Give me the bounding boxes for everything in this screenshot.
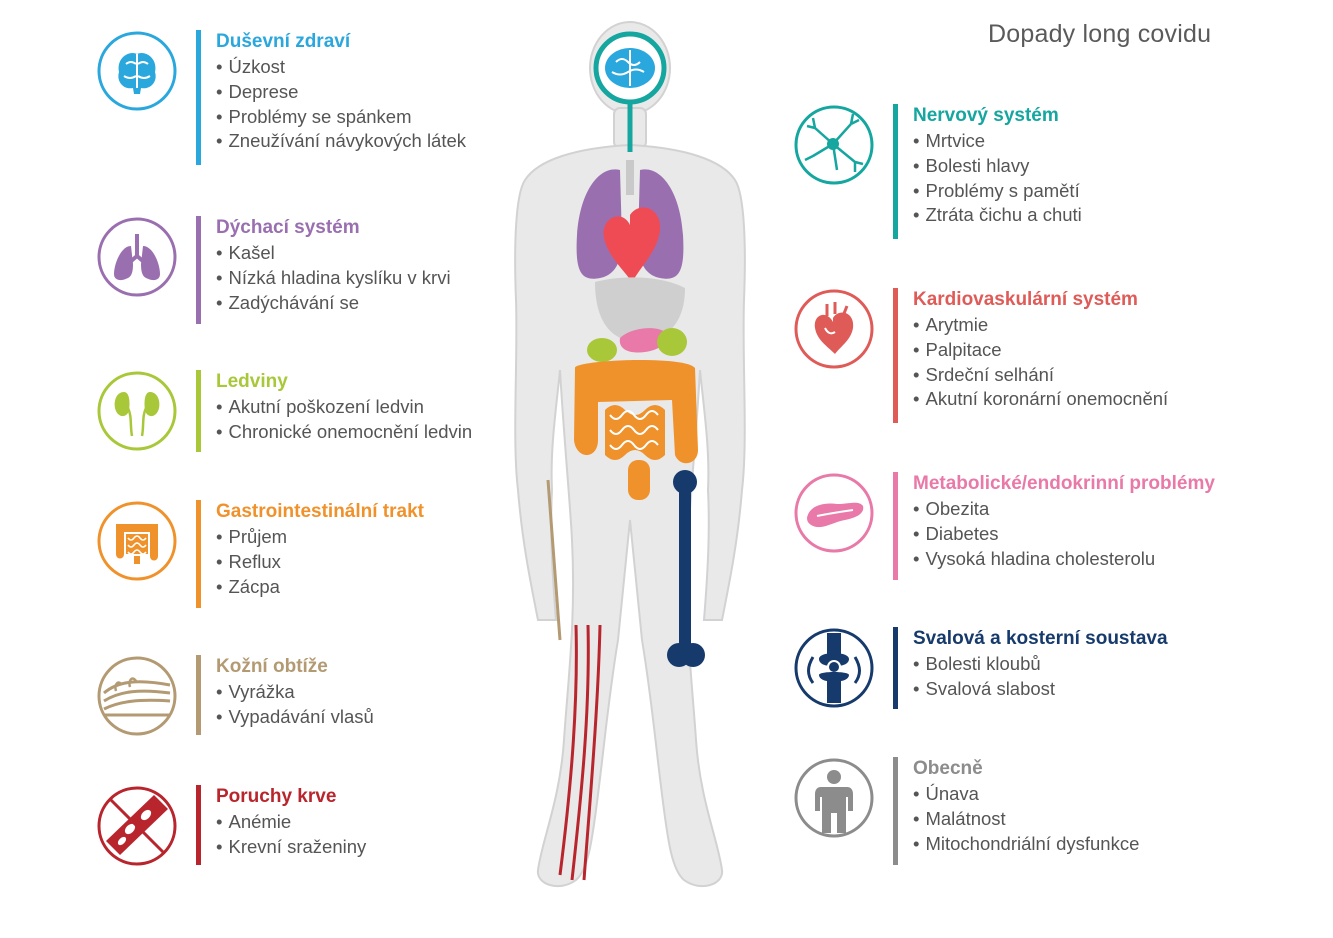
skin-line bbox=[546, 479, 562, 641]
list-item: Anémie bbox=[216, 810, 366, 835]
kidney-left bbox=[587, 338, 617, 362]
blood-vessel-icon bbox=[96, 785, 178, 867]
list-item: Vysoká hladina cholesterolu bbox=[913, 547, 1215, 572]
brain-organ bbox=[593, 31, 667, 152]
page-title: Dopady long covidu bbox=[988, 20, 1212, 48]
human-body-figure bbox=[514, 21, 746, 888]
list-item: Nízká hladina kyslíku v krvi bbox=[216, 266, 450, 291]
list-item: Malátnost bbox=[913, 807, 1139, 832]
list-item: Vyrážka bbox=[216, 680, 374, 705]
list-item: Arytmie bbox=[913, 313, 1168, 338]
category-heading: Duševní zdraví bbox=[216, 31, 351, 52]
list-item: Úzkost bbox=[216, 55, 466, 80]
heart-organ bbox=[603, 207, 661, 282]
category-heading: Nervový systém bbox=[913, 105, 1059, 126]
brain-icon bbox=[96, 30, 178, 112]
heart-icon bbox=[793, 288, 875, 370]
list-item: Chronické onemocnění ledvin bbox=[216, 420, 472, 445]
category-heading: Svalová a kosterní soustava bbox=[913, 628, 1168, 649]
pancreas-organ bbox=[619, 328, 667, 353]
category-heading: Poruchy krve bbox=[216, 786, 337, 807]
list-item: Palpitace bbox=[913, 338, 1168, 363]
list-item: Průjem bbox=[216, 525, 424, 550]
list-item: Zácpa bbox=[216, 575, 424, 600]
category-heading: Gastrointestinální trakt bbox=[216, 501, 424, 522]
skin-icon bbox=[96, 655, 178, 737]
blood-vessels-leg bbox=[558, 624, 602, 881]
kidney-right bbox=[657, 328, 687, 356]
femur-bone bbox=[667, 470, 705, 667]
category-heading: Obecně bbox=[913, 758, 983, 779]
category-heading: Kardiovaskulární systém bbox=[913, 289, 1138, 310]
list-item: Akutní koronární onemocnění bbox=[913, 387, 1168, 412]
list-item: Kašel bbox=[216, 241, 451, 266]
list-item: Bolesti kloubů bbox=[913, 652, 1168, 677]
category-heading: Kožní obtíže bbox=[216, 656, 328, 677]
list-item: Zneužívání návykových látek bbox=[216, 129, 466, 154]
list-item: Deprese bbox=[216, 80, 466, 105]
list-item: Akutní poškození ledvin bbox=[216, 395, 472, 420]
list-item: Mitochondriální dysfunkce bbox=[913, 832, 1139, 857]
pancreas-icon bbox=[793, 472, 875, 554]
list-item: Mrtvice bbox=[913, 129, 1082, 154]
list-item: Obezita bbox=[913, 497, 1215, 522]
category-heading: Metabolické/endokrinní problémy bbox=[913, 473, 1215, 494]
category-heading: Dýchací systém bbox=[216, 217, 360, 238]
kidneys-icon bbox=[96, 370, 178, 452]
list-item: Ztráta čichu a chuti bbox=[913, 203, 1081, 228]
list-item: Problémy s pamětí bbox=[913, 179, 1082, 204]
category-heading: Ledviny bbox=[216, 371, 288, 392]
list-item: Reflux bbox=[216, 550, 424, 575]
knee-joint-icon bbox=[793, 627, 875, 709]
person-icon bbox=[793, 757, 875, 839]
list-item: Únava bbox=[913, 782, 1139, 807]
lungs-icon bbox=[96, 216, 178, 298]
list-item: Problémy se spánkem bbox=[216, 105, 466, 130]
neuron-icon bbox=[793, 104, 875, 186]
list-item: Zadýchávání se bbox=[216, 291, 451, 316]
list-item: Svalová slabost bbox=[913, 677, 1168, 702]
list-item: Krevní sraženiny bbox=[216, 835, 366, 860]
list-item: Bolesti hlavy bbox=[913, 154, 1082, 179]
list-item: Vypadávání vlasů bbox=[216, 705, 373, 730]
intestine-icon bbox=[96, 500, 178, 582]
list-item: Srdeční selhání bbox=[913, 363, 1168, 388]
list-item: Diabetes bbox=[913, 522, 1215, 547]
